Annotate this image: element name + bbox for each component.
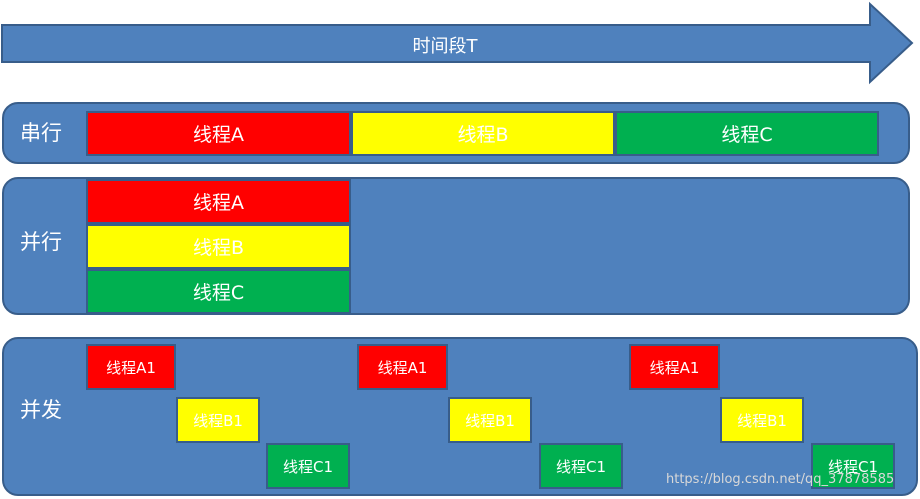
- serial-thread-c: 线程C: [615, 111, 879, 156]
- serial-thread-b: 线程B: [351, 111, 615, 156]
- concurrent-thread-b1: 线程B1: [720, 397, 804, 443]
- parallel-thread-c: 线程C: [86, 269, 351, 314]
- concurrent-thread-a1: 线程A1: [629, 344, 720, 390]
- time-arrow: [1, 1, 914, 85]
- serial-thread-a: 线程A: [86, 111, 351, 156]
- concurrent-thread-a1: 线程A1: [86, 344, 176, 390]
- concurrent-thread-c1: 线程C1: [811, 443, 895, 489]
- concurrent-thread-b1: 线程B1: [176, 397, 260, 443]
- concurrent-label: 并发: [20, 398, 62, 422]
- serial-label: 串行: [20, 121, 62, 145]
- parallel-label: 并行: [20, 230, 62, 254]
- concurrent-thread-c1: 线程C1: [266, 443, 350, 489]
- parallel-thread-a: 线程A: [86, 179, 351, 224]
- concurrent-thread-c1: 线程C1: [539, 443, 623, 489]
- concurrent-thread-a1: 线程A1: [357, 344, 448, 390]
- concurrent-thread-b1: 线程B1: [448, 397, 532, 443]
- time-arrow-label: 时间段T: [412, 36, 478, 57]
- watermark-text: https://blog.csdn.net/qq_37878585: [666, 472, 895, 487]
- parallel-thread-b: 线程B: [86, 224, 351, 269]
